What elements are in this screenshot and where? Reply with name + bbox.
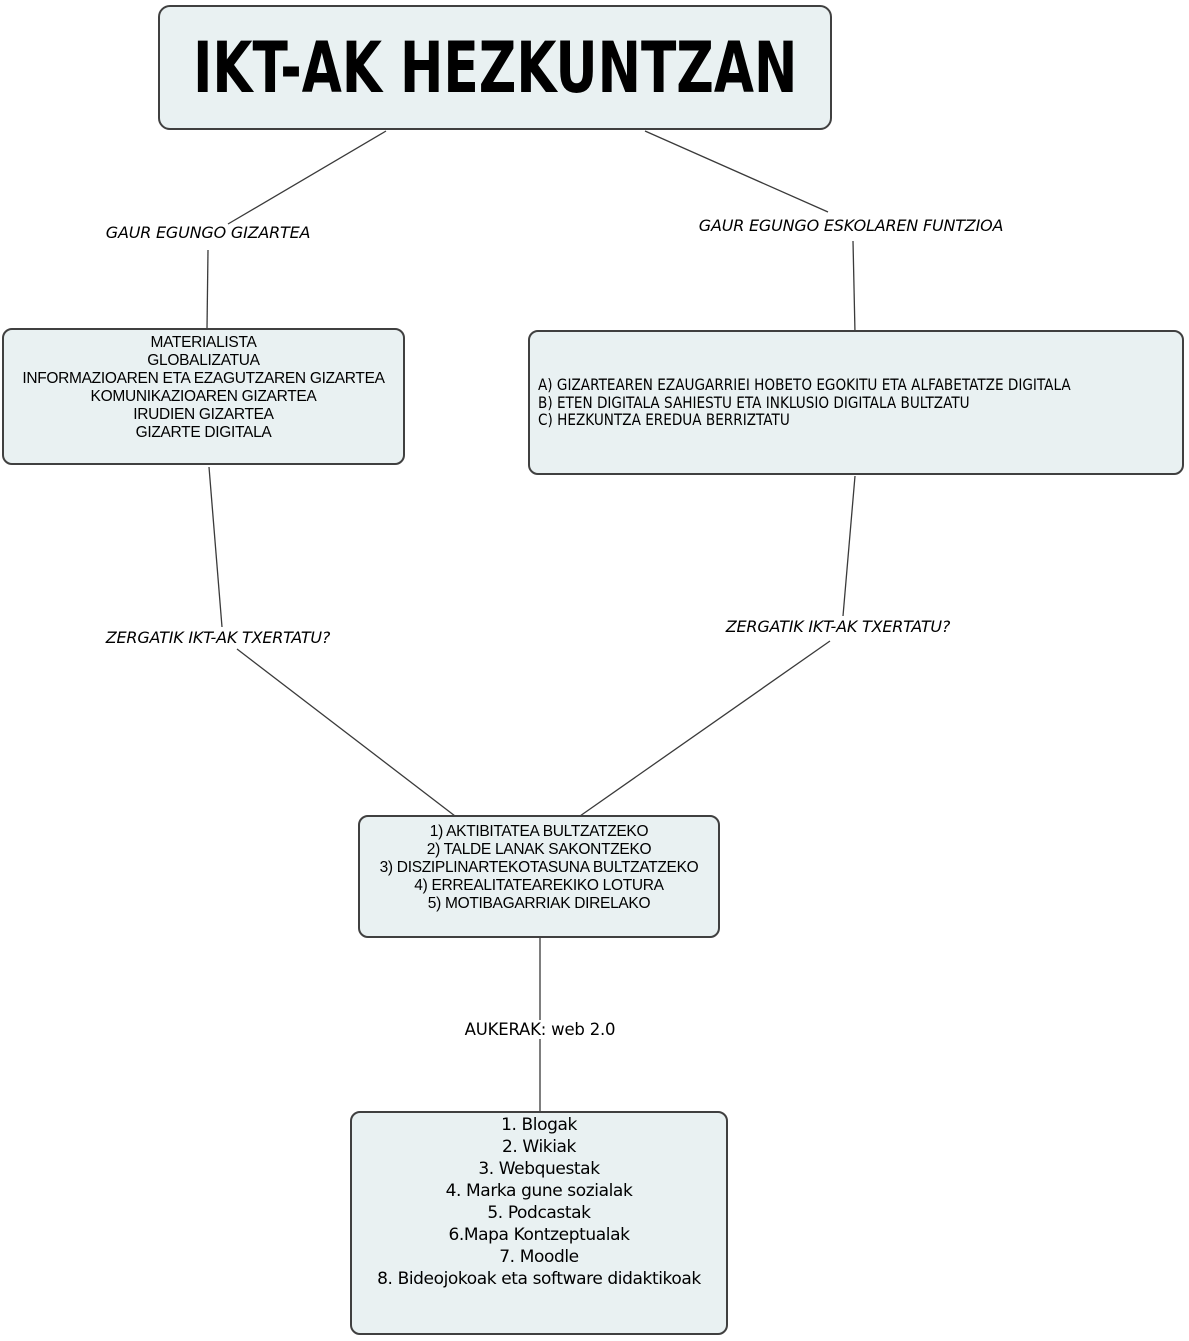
connector-line [842, 475, 856, 617]
school-function-text: A) GIZARTEAREN EZAUGARRIEI HOBETO EGOKIT… [538, 376, 1167, 429]
school-box-line: B) ETEN DIGITALA SAHIESTU ETA INKLUSIO D… [538, 392, 970, 412]
connector-line [644, 130, 829, 213]
connector-line [227, 130, 387, 225]
connector-line [852, 240, 856, 334]
society-box-line: KOMUNIKAZIOAREN GIZARTEA [90, 388, 317, 405]
connector-line [579, 640, 831, 817]
reasons-box-line: 4) ERREALITATEAREKIKO LOTURA [414, 877, 664, 894]
society-box-line: IRUDIEN GIZARTEA [133, 406, 274, 423]
connector-line [208, 466, 223, 628]
title-node[interactable]: IKT-AK HEZKUNTZAN [158, 5, 832, 130]
tools-box-line: 6.Mapa Kontzeptualak [448, 1225, 630, 1245]
connector-line [206, 249, 209, 330]
label-gaur-egungo-gizartea[interactable]: GAUR EGUNGO GIZARTEA [105, 223, 311, 242]
connector-line [236, 648, 456, 817]
society-box-line: MATERIALISTA [150, 334, 257, 351]
tools-box-line: 3. Webquestak [478, 1159, 600, 1179]
reasons-node[interactable]: 1) AKTIBITATEA BULTZATZEKO 2) TALDE LANA… [358, 815, 720, 938]
school-function-node[interactable]: A) GIZARTEAREN EZAUGARRIEI HOBETO EGOKIT… [528, 330, 1184, 475]
tools-box-line: 5. Podcastak [487, 1203, 591, 1223]
reasons-box-line: 5) MOTIBAGARRIAK DIRELAKO [427, 895, 651, 912]
label-aukerak-web-2-0[interactable]: AUKERAK: web 2.0 [460, 1020, 620, 1039]
society-box-line: GLOBALIZATUA [147, 352, 260, 369]
reasons-box-line: 3) DISZIPLINARTEKOTASUNA BULTZATZEKO [379, 859, 699, 876]
society-node[interactable]: MATERIALISTA GLOBALIZATUA INFORMAZIOAREN… [2, 328, 405, 465]
page-title: IKT-AK HEZKUNTZAN [192, 26, 798, 109]
reasons-box-line: 2) TALDE LANAK SAKONTZEKO [426, 841, 652, 858]
society-box-line: INFORMAZIOAREN ETA EZAGUTZAREN GIZARTEA [22, 370, 385, 387]
school-box-line: C) HEZKUNTZA EREDUA BERRIZTATU [538, 410, 790, 430]
tools-box-line: 7. Moodle [499, 1247, 579, 1267]
tools-node[interactable]: 1. Blogak 2. Wikiak 3. Webquestak 4. Mar… [350, 1111, 728, 1335]
reasons-box-line: 1) AKTIBITATEA BULTZATZEKO [429, 823, 649, 840]
label-gaur-egungo-eskolaren-funtzioa[interactable]: GAUR EGUNGO ESKOLAREN FUNTZIOA [698, 216, 1004, 235]
tools-box-line: 1. Blogak [501, 1115, 577, 1135]
school-box-line: A) GIZARTEAREN EZAUGARRIEI HOBETO EGOKIT… [538, 375, 1071, 395]
label-zergatik-ikt-ak-txertatu-right[interactable]: ZERGATIK IKT-AK TXERTATU? [725, 617, 951, 636]
tools-box-line: 2. Wikiak [501, 1137, 576, 1157]
tools-box-line: 4. Marka gune sozialak [445, 1181, 633, 1201]
label-zergatik-ikt-ak-txertatu-left[interactable]: ZERGATIK IKT-AK TXERTATU? [105, 628, 331, 647]
society-box-line: GIZARTE DIGITALA [135, 424, 272, 441]
tools-box-line: 8. Bideojokoak eta software didaktikoak [377, 1269, 701, 1289]
